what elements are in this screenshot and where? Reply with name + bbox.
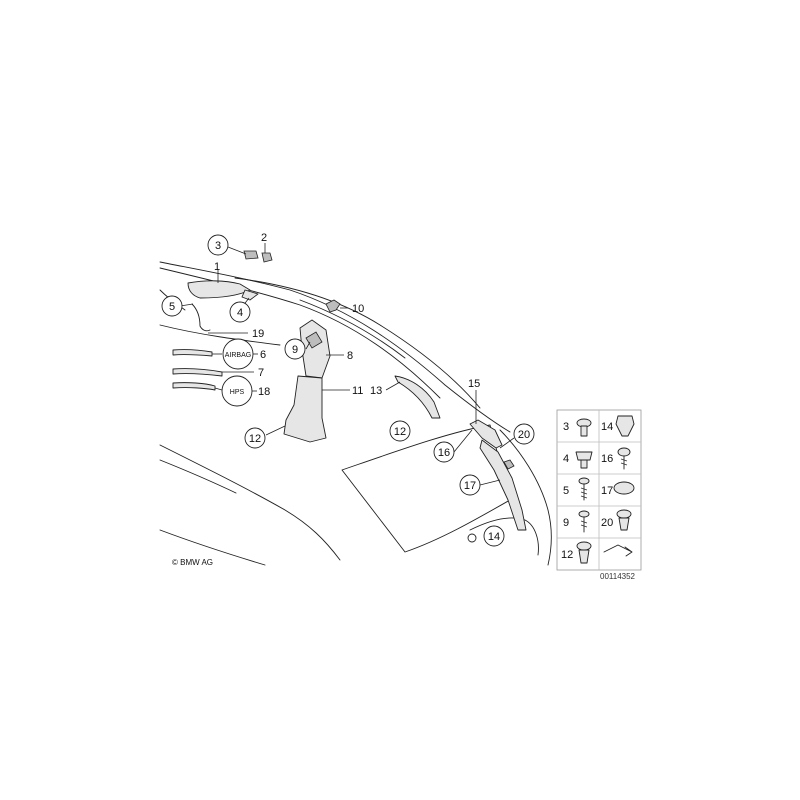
callout-17: 17 [459,474,481,496]
callout-7: 7 [258,367,264,379]
svg-text:18: 18 [258,386,270,398]
airbag-badge: AIRBAG [225,352,251,359]
fastener-9-icon [578,510,590,533]
svg-text:19: 19 [252,328,264,340]
drawing-number: 00114352 [600,572,636,581]
svg-text:14: 14 [488,531,500,543]
fastener-4-icon [575,451,593,469]
part-17-trim [479,439,527,531]
svg-text:11: 11 [352,385,363,397]
callout-3: 3 [207,234,229,256]
callout-5: 5 [161,295,183,317]
callout-12-right: 12 [389,420,411,442]
callout-8: 8 [347,350,353,362]
hw-label-9: 9 [563,517,569,529]
svg-text:1: 1 [214,261,220,273]
part-5-cable [191,303,211,332]
svg-text:16: 16 [438,447,450,459]
callout-9: 9 [284,338,306,360]
callout-11: 11 [352,385,363,397]
callout-4: 4 [229,301,251,323]
fastener-16-icon [617,447,631,470]
hw-label-4: 4 [563,453,569,465]
callout-6: AIRBAG 6 [222,338,266,370]
callout-14: 14 [483,525,505,547]
fastener-20-icon [616,509,632,531]
svg-text:8: 8 [347,350,353,362]
part-2-clip [261,252,273,263]
callout-15: 15 [468,378,480,390]
callout-10: 10 [352,303,364,315]
svg-text:3: 3 [215,240,221,252]
svg-text:12: 12 [249,433,261,445]
car-body-outline [159,261,552,566]
part-6-strip [172,349,213,357]
part-4-trim [241,289,259,301]
fastener-3-icon [576,418,592,437]
svg-text:12: 12 [394,426,406,438]
svg-text:20: 20 [518,429,530,441]
hps-badge: HPS [230,389,245,396]
svg-text:10: 10 [352,303,364,315]
part-10-clip [325,299,341,313]
part-7-strip [172,368,223,377]
callout-19: 19 [252,328,264,340]
part-11-lower-trim [283,375,327,443]
callout-20: 20 [513,423,535,445]
callout-16: 16 [433,441,455,463]
hw-label-3: 3 [563,421,569,433]
svg-text:4: 4 [237,307,243,319]
part-1-trim [187,280,251,299]
svg-text:15: 15 [468,378,480,390]
copyright-text: © BMW AG [172,558,213,567]
part-20-clip [503,459,515,470]
fastener-17-icon [613,481,635,495]
part-18-strip [172,382,216,391]
svg-text:6: 6 [260,349,266,361]
hw-label-17: 17 [601,485,613,497]
fastener-5-icon [578,477,590,501]
fastener-12-icon [576,541,592,564]
callout-18: HPS 18 [221,375,270,407]
callout-12-left: 12 [244,427,266,449]
svg-text:13: 13 [370,385,382,397]
svg-text:17: 17 [464,480,476,492]
svg-text:9: 9 [292,344,298,356]
hardware-table: 3 4 5 9 12 14 16 17 20 [556,409,642,571]
hw-label-12: 12 [561,549,573,561]
part-9-grommet [305,331,323,349]
callout-13: 13 [370,385,382,397]
hw-label-20: 20 [601,517,613,529]
svg-text:7: 7 [258,367,264,379]
part-13-trim [394,375,441,419]
hw-label-16: 16 [601,453,613,465]
arrow-icon [603,544,633,557]
part-16-trim [469,419,503,449]
fastener-14-icon [615,415,635,437]
part-3-clip [243,250,259,260]
hw-label-14: 14 [601,421,613,433]
svg-text:5: 5 [169,301,175,313]
hw-label-5: 5 [563,485,569,497]
svg-text:2: 2 [261,232,267,244]
callout-2: 2 [261,232,267,244]
callout-1: 1 [214,261,220,273]
